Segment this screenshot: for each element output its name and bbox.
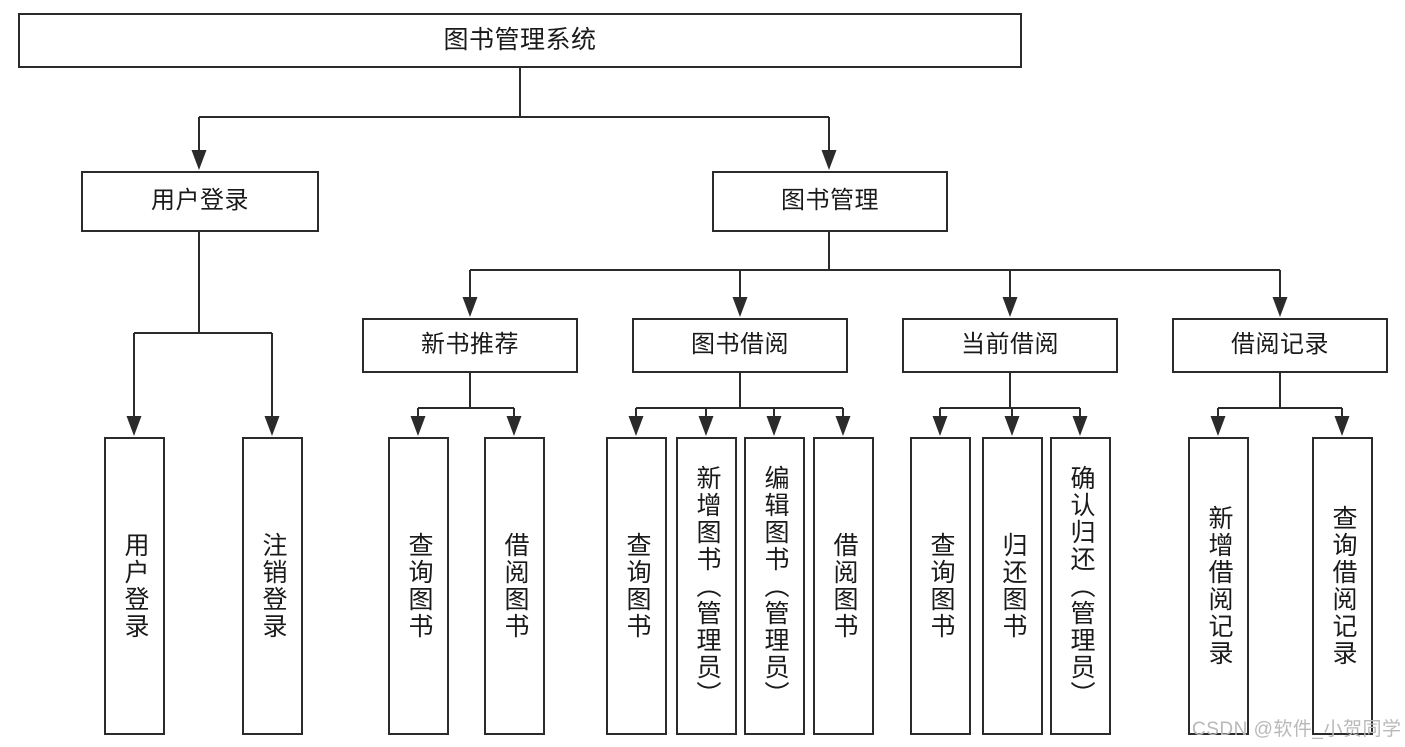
node-root[interactable]: 图书管理系统 xyxy=(18,13,1022,68)
node-leaf-query-book-1[interactable]: 查询图书 xyxy=(388,437,449,735)
node-label: 借阅图书 xyxy=(830,532,858,640)
node-new-book-recommend[interactable]: 新书推荐 xyxy=(362,318,578,373)
node-leaf-query-book-2[interactable]: 查询图书 xyxy=(606,437,667,735)
arrow-head-root_to_level1-1 xyxy=(821,150,837,170)
node-book-manage[interactable]: 图书管理 xyxy=(712,171,948,232)
node-leaf-borrow-book-2[interactable]: 借阅图书 xyxy=(813,437,874,735)
node-leaf-add-record[interactable]: 新增借阅记录 xyxy=(1188,437,1249,735)
node-label: 借阅记录 xyxy=(1231,331,1329,359)
node-leaf-query-book-3[interactable]: 查询图书 xyxy=(910,437,971,735)
arrow-head-recommend_to_leaves-0 xyxy=(410,416,426,436)
arrow-head-borrow_to_leaves-3 xyxy=(835,416,851,436)
node-label: 查询图书 xyxy=(405,532,433,640)
arrow-head-book_manage_to_level2-2 xyxy=(1002,297,1018,317)
node-current-borrow[interactable]: 当前借阅 xyxy=(902,318,1118,373)
node-label: 图书管理系统 xyxy=(443,25,597,54)
node-label: 确认归还（管理员） xyxy=(1067,464,1095,708)
node-leaf-return-book[interactable]: 归还图书 xyxy=(982,437,1043,735)
node-label: 图书管理 xyxy=(781,187,879,215)
node-label: 用户登录 xyxy=(151,187,249,215)
node-leaf-user-login[interactable]: 用户登录 xyxy=(104,437,165,735)
arrow-head-record_to_leaves-1 xyxy=(1334,416,1350,436)
arrow-head-root_to_level1-0 xyxy=(191,150,207,170)
node-label: 当前借阅 xyxy=(961,331,1059,359)
arrow-head-record_to_leaves-0 xyxy=(1210,416,1226,436)
node-label: 借阅图书 xyxy=(501,532,529,640)
node-label: 新增图书（管理员） xyxy=(693,464,721,708)
node-leaf-edit-book[interactable]: 编辑图书（管理员） xyxy=(744,437,805,735)
node-label: 查询图书 xyxy=(623,532,651,640)
node-label: 图书借阅 xyxy=(691,331,789,359)
node-leaf-logout-login[interactable]: 注销登录 xyxy=(242,437,303,735)
node-label: 归还图书 xyxy=(999,532,1027,640)
node-label: 注销登录 xyxy=(259,532,287,640)
node-book-borrow[interactable]: 图书借阅 xyxy=(632,318,848,373)
arrow-head-recommend_to_leaves-1 xyxy=(506,416,522,436)
node-leaf-confirm-return[interactable]: 确认归还（管理员） xyxy=(1050,437,1111,735)
arrow-head-current_to_leaves-2 xyxy=(1072,416,1088,436)
node-label: 用户登录 xyxy=(121,532,149,640)
arrow-head-borrow_to_leaves-2 xyxy=(766,416,782,436)
arrow-head-book_manage_to_level2-1 xyxy=(732,297,748,317)
arrow-head-current_to_leaves-0 xyxy=(932,416,948,436)
arrow-head-user_login_to_leaves-1 xyxy=(264,416,280,436)
node-label: 查询图书 xyxy=(927,532,955,640)
node-label: 新书推荐 xyxy=(421,331,519,359)
arrow-head-borrow_to_leaves-1 xyxy=(698,416,714,436)
node-borrow-record[interactable]: 借阅记录 xyxy=(1172,318,1388,373)
arrow-head-book_manage_to_level2-0 xyxy=(462,297,478,317)
node-leaf-add-book[interactable]: 新增图书（管理员） xyxy=(676,437,737,735)
node-label: 新增借阅记录 xyxy=(1205,505,1233,667)
node-label: 查询借阅记录 xyxy=(1329,505,1357,667)
node-leaf-borrow-book-1[interactable]: 借阅图书 xyxy=(484,437,545,735)
node-user-login[interactable]: 用户登录 xyxy=(81,171,319,232)
node-label: 编辑图书（管理员） xyxy=(761,464,789,708)
arrow-head-user_login_to_leaves-0 xyxy=(126,416,142,436)
arrow-head-borrow_to_leaves-0 xyxy=(628,416,644,436)
node-leaf-query-record[interactable]: 查询借阅记录 xyxy=(1312,437,1373,735)
arrow-head-book_manage_to_level2-3 xyxy=(1272,297,1288,317)
arrow-head-current_to_leaves-1 xyxy=(1004,416,1020,436)
